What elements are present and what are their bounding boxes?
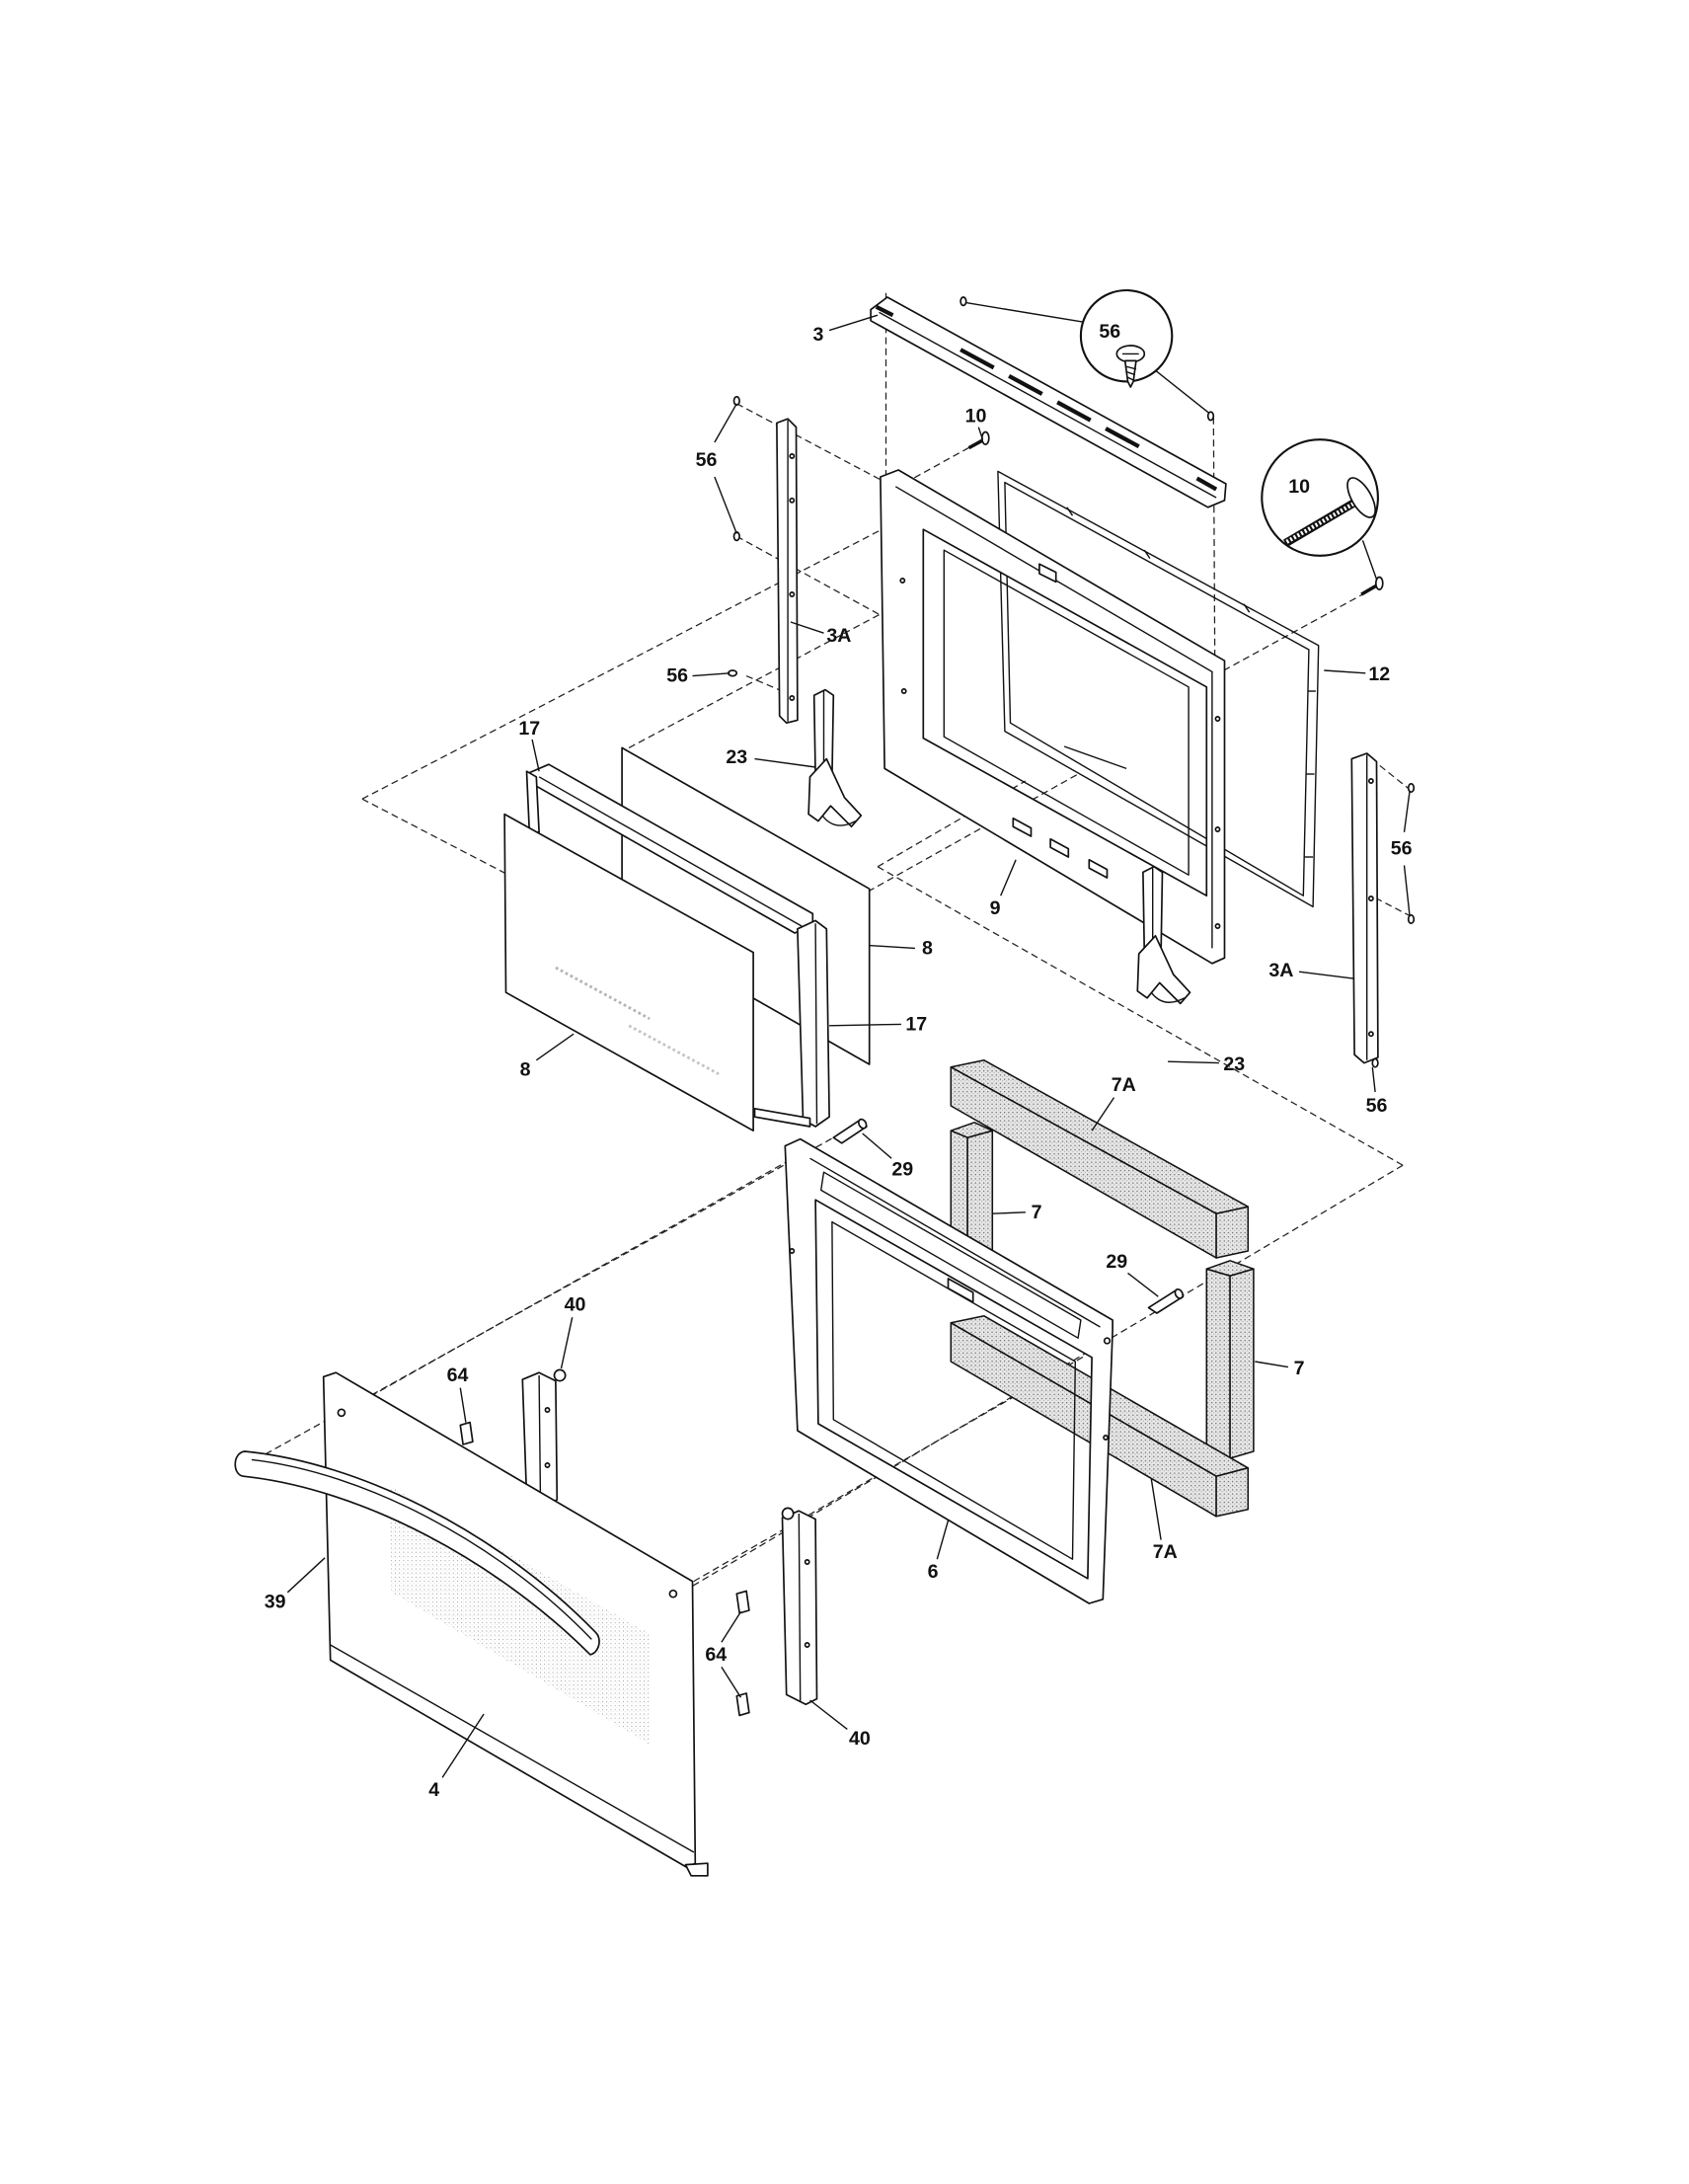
inset-bolt-label: 10 <box>1288 476 1310 498</box>
side-trim-left <box>776 418 799 725</box>
callout-screw-left-top: 56 <box>696 449 718 471</box>
callout-hinge-left: 23 <box>726 746 747 768</box>
door-liner <box>880 469 1226 965</box>
callouts: 3 56 10 3A 56 12 17 23 9 56 8 3A 17 23 8… <box>265 324 1413 1801</box>
callout-glass-front: 8 <box>520 1059 531 1081</box>
bolt <box>967 430 1384 596</box>
side-trim-right <box>1350 752 1379 1064</box>
callout-bolt: 10 <box>965 405 987 427</box>
callout-screw-left: 56 <box>666 665 688 687</box>
inset-screw: 56 <box>965 288 1210 415</box>
callout-side-trim-left: 3A <box>826 625 851 647</box>
callout-screw-right: 56 <box>1391 838 1413 860</box>
leader-lines <box>286 314 1411 1778</box>
callout-glass-spacer-side: 17 <box>905 1013 927 1035</box>
callout-clip-right: 64 <box>705 1644 727 1666</box>
callout-glass-rear: 8 <box>922 937 933 959</box>
callout-screw-right-bottom: 56 <box>1366 1095 1388 1117</box>
callout-side-trim-right: 3A <box>1268 960 1293 981</box>
callout-insulation-bottom: 7A <box>1153 1541 1178 1563</box>
callout-insulation-side-right: 7 <box>1294 1358 1305 1379</box>
hinge-right <box>1136 865 1191 1005</box>
pin-left <box>832 1118 868 1144</box>
bolt-icon <box>1282 477 1376 547</box>
callout-door-liner: 9 <box>990 897 1001 919</box>
callout-insulation-top: 7A <box>1112 1074 1136 1096</box>
vent-trim <box>870 296 1227 508</box>
callout-pin-left: 29 <box>891 1158 913 1180</box>
insulation-top <box>950 1059 1250 1259</box>
hinge-left <box>807 688 863 828</box>
callout-glass-spacer-top: 17 <box>518 718 540 740</box>
door-gasket <box>997 470 1320 908</box>
clips <box>459 1421 750 1717</box>
screw-icon <box>1115 345 1146 388</box>
callout-hinge-right: 23 <box>1223 1053 1245 1075</box>
callout-bracket-right: 40 <box>849 1728 871 1750</box>
inner-door <box>784 1137 1113 1604</box>
inset-screw-label: 56 <box>1099 321 1120 343</box>
glass-spacers <box>525 763 830 1128</box>
callout-handle: 39 <box>265 1592 286 1613</box>
insulation-side-right <box>1205 1260 1255 1459</box>
callout-inner-door: 6 <box>928 1561 939 1583</box>
callout-pin-right: 29 <box>1106 1251 1127 1273</box>
inset-bolt: 10 <box>1261 438 1379 580</box>
outer-door <box>322 1371 709 1877</box>
pin-right <box>1147 1287 1185 1314</box>
screws <box>728 296 1416 1068</box>
callout-gasket: 12 <box>1368 663 1390 685</box>
callout-insulation-side-left: 7 <box>1032 1202 1042 1223</box>
bracket-right <box>781 1507 818 1706</box>
glass-front <box>503 813 754 1132</box>
callout-clip-left: 64 <box>447 1365 469 1386</box>
callout-vent-trim: 3 <box>812 324 823 346</box>
callout-bracket-left: 40 <box>565 1294 586 1316</box>
callout-outer-door: 4 <box>428 1779 439 1801</box>
door-handle <box>234 1450 600 1656</box>
